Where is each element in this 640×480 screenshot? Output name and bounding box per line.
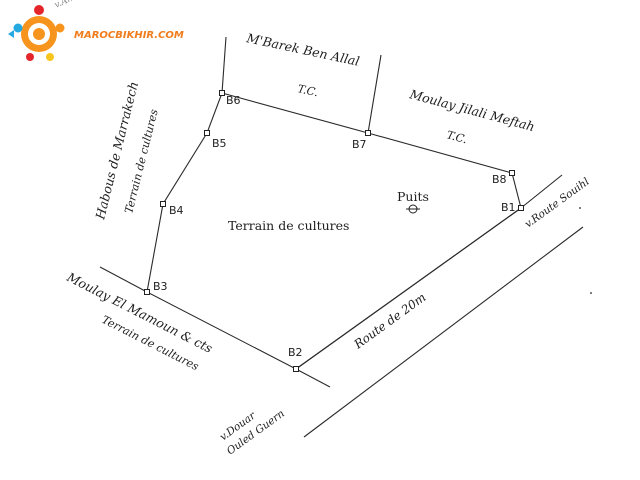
marker-b7 [365, 130, 371, 136]
point-label-b2: B2 [288, 346, 303, 359]
marocbikhir-logo-icon [8, 5, 65, 61]
marker-b3 [144, 289, 150, 295]
northeast-neighbour-sub: T.C. [445, 128, 468, 146]
road-edge-north-ext [520, 174, 563, 209]
point-label-b8: B8 [492, 173, 507, 186]
point-label-b5: B5 [212, 137, 227, 150]
point-label-b6: B6 [226, 94, 241, 107]
marocbikhir-logo[interactable]: MAROCBIKHIR.COM [8, 5, 184, 61]
point-label-b1: B1 [501, 201, 516, 214]
point-label-b3: B3 [153, 280, 168, 293]
southwest-extension-line [295, 368, 331, 388]
marker-b8 [509, 170, 515, 176]
point-label-b4: B4 [169, 204, 184, 217]
marker-b1 [518, 205, 524, 211]
stamp-fragment: v.Am [53, 0, 77, 11]
north-neighbour-east-line [367, 54, 382, 134]
parcel-label: Terrain de cultures [228, 218, 349, 233]
marker-b6 [219, 90, 225, 96]
logo-text: MAROCBIKHIR.COM [74, 30, 184, 41]
well: Puits [397, 189, 429, 214]
north-neighbour-sub: T.C. [296, 82, 319, 99]
marker-b4 [160, 201, 166, 207]
southwest-neighbour-line [99, 266, 148, 293]
road-edge-north [295, 207, 522, 370]
speck [590, 292, 592, 294]
road-to-south-label: v.Route Souihl [523, 176, 592, 231]
road-edge-south [303, 226, 584, 438]
speck [579, 207, 581, 209]
marker-b5 [204, 130, 210, 136]
northeast-neighbour-name: Moulay Jilali Meftah [407, 86, 536, 134]
north-neighbour-west-line [221, 36, 227, 94]
marker-b2 [293, 366, 299, 372]
well-label: Puits [397, 189, 429, 204]
point-label-b7: B7 [352, 138, 367, 151]
north-neighbour-name: M'Barek Ben Allal [244, 30, 360, 69]
